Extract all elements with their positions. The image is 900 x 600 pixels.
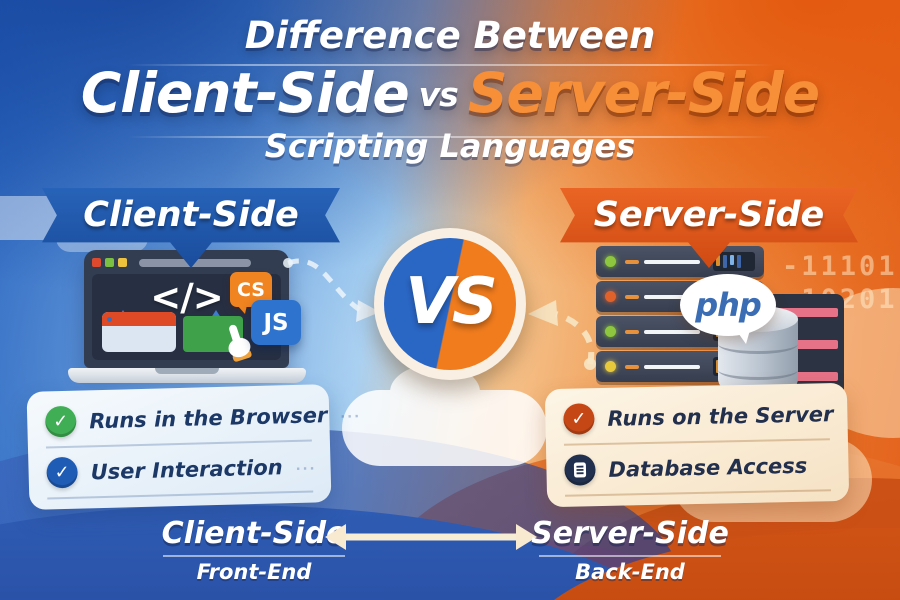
row-dots: ... <box>340 406 362 422</box>
feature-label: User Interaction <box>90 454 283 484</box>
port-bar <box>730 255 734 265</box>
server-light-bar <box>644 329 700 334</box>
check-icon: ✓ <box>44 405 77 438</box>
server-features-card: ✓ Runs on the Server Database Access <box>544 382 850 508</box>
title-server-side: Server-Side <box>467 61 820 125</box>
php-speech-bubble: php <box>680 274 776 344</box>
server-ports <box>713 252 755 271</box>
database-band <box>718 360 798 380</box>
database-band <box>718 334 798 354</box>
hand-cursor-icon <box>228 324 252 362</box>
server-light-bar <box>644 294 700 299</box>
php-badge: php <box>695 286 762 324</box>
server-light-bar <box>625 329 639 334</box>
footer-front-end-label: Front-End <box>196 560 312 584</box>
javascript-badge: JS <box>251 300 301 345</box>
footer-server-title: Server-Side <box>531 516 729 551</box>
footer-client-title: Client-Side <box>161 516 347 551</box>
dashed-arrow-to-vs-right <box>528 300 596 370</box>
led-icon <box>605 326 616 337</box>
server-light-bar <box>625 364 639 369</box>
dashed-arrow-to-vs-left <box>283 258 380 322</box>
footer-client-side: Client-Side Front-End <box>148 516 360 584</box>
port-bar <box>723 255 727 268</box>
client-side-banner-label: Client-Side <box>83 195 299 235</box>
feature-row: ✓ Runs in the Browser ... <box>44 390 361 449</box>
client-side-banner: Client-Side <box>42 188 340 268</box>
feature-label: Database Access <box>608 453 808 482</box>
ui-card-dot-icon <box>107 317 112 322</box>
browser-dot-green-icon <box>105 258 114 267</box>
client-features-card: ✓ Runs in the Browser ... ✓ User Interac… <box>26 384 361 510</box>
binary-line: -11101 <box>782 251 898 282</box>
vs-split-circle: VS <box>384 238 516 370</box>
led-icon <box>605 361 616 372</box>
port-bar <box>737 255 741 268</box>
title-line1: Difference Between <box>244 14 656 57</box>
laptop-base <box>68 368 306 383</box>
server-light-bar <box>625 294 639 299</box>
server-light-bar <box>644 364 700 369</box>
led-icon <box>605 256 616 267</box>
check-icon: ✓ <box>46 456 79 489</box>
feature-label: Runs in the Browser <box>88 402 328 433</box>
title-client-side: Client-Side <box>80 61 410 125</box>
port-bar <box>716 255 720 266</box>
header-divider-top <box>128 64 773 66</box>
feature-row: ✓ Runs on the Server <box>562 389 834 446</box>
server-unit <box>596 246 764 277</box>
vs-label: VS <box>405 265 498 339</box>
triangle-icon <box>209 310 223 321</box>
header-divider-bottom <box>128 136 773 138</box>
server-side-banner-label: Server-Side <box>593 195 825 235</box>
browser-dot-red-icon <box>92 258 101 267</box>
laptop-base-notch <box>155 368 219 374</box>
feature-row: Database Access <box>563 440 831 497</box>
vs-badge: VS <box>374 228 526 380</box>
ui-card-header <box>102 312 176 326</box>
row-dots: ... <box>295 458 317 474</box>
server-light-bar <box>644 259 700 264</box>
ui-card-thumbnail <box>102 312 176 352</box>
title-line3: Scripting Languages <box>264 127 636 165</box>
check-icon: ✓ <box>563 403 595 435</box>
feature-row: ✓ User Interaction ... <box>45 441 317 500</box>
led-icon <box>605 291 616 302</box>
footer-server-side: Server-Side Back-End <box>524 516 736 584</box>
footer-back-end-label: Back-End <box>575 560 685 584</box>
server-light-bar <box>625 259 639 264</box>
footer-underline <box>539 555 721 557</box>
browser-dot-yellow-icon <box>118 258 127 267</box>
document-lines-icon <box>564 454 596 486</box>
double-arrow-icon <box>325 524 537 550</box>
title-vs: vs <box>418 75 459 114</box>
footer-underline <box>163 555 345 557</box>
feature-label: Runs on the Server <box>607 401 834 431</box>
